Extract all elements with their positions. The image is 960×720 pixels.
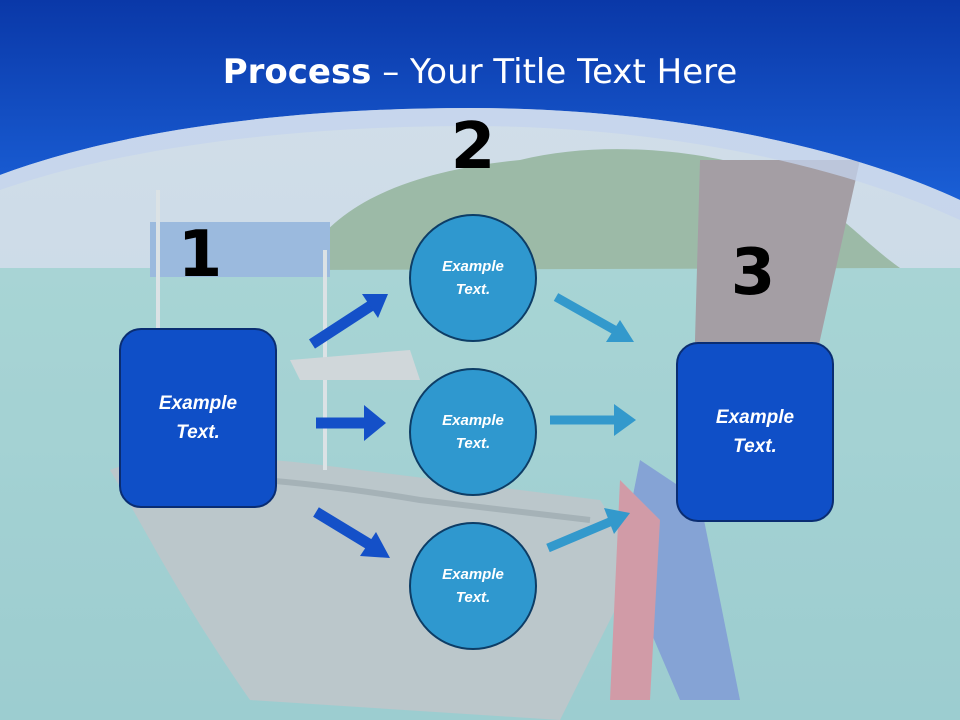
arrows <box>309 293 636 558</box>
circle-bottom: Example Text. <box>409 522 537 650</box>
step-number-1: 1 <box>177 218 223 292</box>
step-number-2: 2 <box>450 110 496 184</box>
title-bold: Process <box>222 52 372 92</box>
circle-top-text: Example Text. <box>442 258 504 298</box>
circle-top: Example Text. <box>409 214 537 342</box>
circle-middle-text: Example Text. <box>442 412 504 452</box>
slide-title: Process – Your Title Text Here <box>0 52 960 92</box>
circle-bottom-text: Example Text. <box>442 566 504 606</box>
right-box: Example Text. <box>676 342 834 522</box>
circle-middle: Example Text. <box>409 368 537 496</box>
left-box: Example Text. <box>119 328 277 508</box>
right-box-text: Example Text. <box>715 407 795 457</box>
title-rest: – Your Title Text Here <box>371 52 738 92</box>
left-box-text: Example Text. <box>158 393 238 443</box>
step-number-3: 3 <box>730 236 776 310</box>
